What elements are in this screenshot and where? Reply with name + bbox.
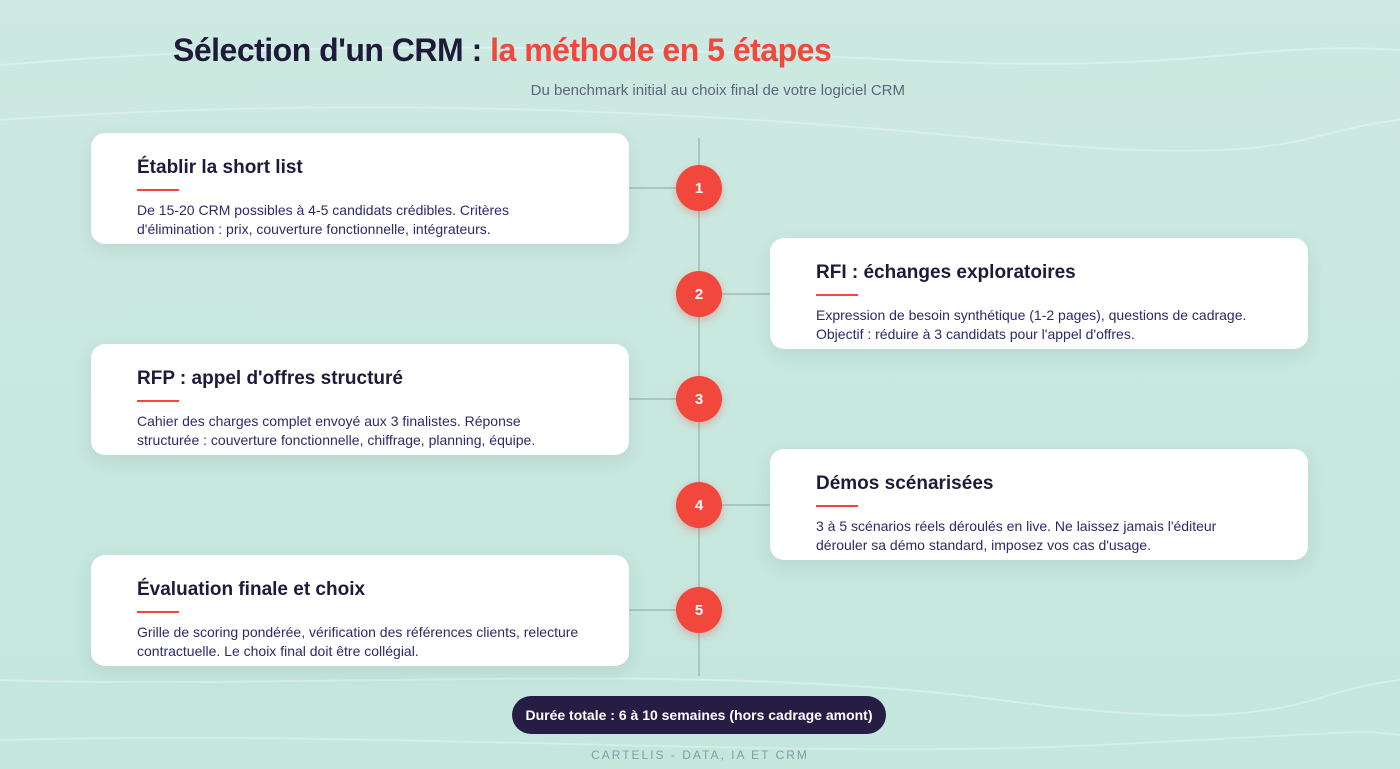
step-number-5: 5	[676, 587, 722, 633]
connector	[629, 398, 699, 400]
step-title: RFP : appel d'offres structuré	[137, 368, 403, 389]
step-text: 3 à 5 scénarios réels déroulés en live. …	[816, 518, 1217, 553]
step-title: RFI : échanges exploratoires	[816, 262, 1076, 283]
step-card-4: Démos scénarisées 3 à 5 scénarios réels …	[770, 449, 1308, 560]
title-underline	[816, 505, 858, 507]
step-title: Démos scénarisées	[816, 473, 994, 494]
step-card-2: RFI : échanges exploratoires Expression …	[770, 238, 1308, 349]
connector	[629, 187, 699, 189]
page-subtitle: Du benchmark initial au choix final de v…	[530, 82, 905, 99]
step-card-1: Établir la short list De 15-20 CRM possi…	[91, 133, 629, 244]
step-text: De 15-20 CRM possibles à 4-5 candidats c…	[137, 202, 509, 237]
connector	[629, 609, 699, 611]
page-title: Sélection d'un CRM : la méthode en 5 éta…	[173, 32, 832, 68]
step-text: Cahier des charges complet envoyé aux 3 …	[137, 413, 536, 448]
step-title: Évaluation finale et choix	[137, 579, 366, 600]
title-underline	[137, 189, 179, 191]
duration-badge: Durée totale : 6 à 10 semaines (hors cad…	[512, 696, 886, 734]
step-card-5: Évaluation finale et choix Grille de sco…	[91, 555, 629, 666]
step-number-2: 2	[676, 271, 722, 317]
title-underline	[137, 611, 179, 613]
step-number-4: 4	[676, 482, 722, 528]
step-title: Établir la short list	[137, 157, 303, 178]
step-card-3: RFP : appel d'offres structuré Cahier de…	[91, 344, 629, 455]
title-accent: la méthode en 5 étapes	[490, 32, 832, 68]
step-number-1: 1	[676, 165, 722, 211]
title-underline	[137, 400, 179, 402]
step-text: Grille de scoring pondérée, vérification…	[137, 624, 579, 659]
step-text: Expression de besoin synthétique (1-2 pa…	[816, 307, 1247, 342]
footer-brand: CARTELIS - DATA, IA ET CRM	[591, 748, 809, 762]
connector	[699, 504, 770, 506]
step-number-3: 3	[676, 376, 722, 422]
title-underline	[816, 294, 858, 296]
connector	[699, 293, 770, 295]
